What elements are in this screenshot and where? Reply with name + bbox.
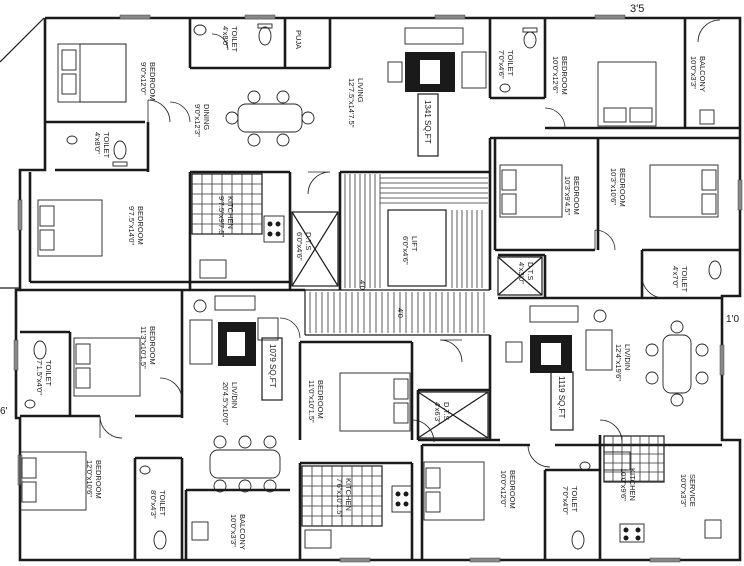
name: BEDROOM xyxy=(148,62,157,101)
label-bedroom-w: BEDROOM9'7.5"x14'0" xyxy=(127,206,145,245)
label-puja: PUJA xyxy=(294,30,303,49)
kitchen-se-tiles xyxy=(603,435,665,483)
windows xyxy=(13,14,743,563)
edge-marks: 3'5 1'0 6' xyxy=(0,3,739,417)
label-toilet-e: TOILET4'x7'0" xyxy=(671,266,689,293)
sofa-n xyxy=(387,27,487,92)
mark-top-right: 3'5 xyxy=(630,3,644,15)
stair-mark-b: 4'0 xyxy=(396,308,405,318)
dining-n xyxy=(225,90,315,147)
label-toilet-sw: TOILET8'0"x4'3" xyxy=(149,490,167,519)
kitchens xyxy=(191,173,665,549)
label-livdin-sw: LIV/DIN20'4.5"x10'0" xyxy=(221,382,239,426)
living-sets xyxy=(189,27,613,373)
room-labels: BEDROOM9'0"x12'0" TOILET4'x8'0" PUJA DIN… xyxy=(35,26,707,550)
label-bedroom-sw2: BEDROOM12'0"x10'6" xyxy=(85,460,103,499)
label-bedroom-e2: BEDROOM10'3"x10'6" xyxy=(609,168,627,207)
bed-w xyxy=(37,199,103,257)
hob-s xyxy=(391,485,413,513)
hob-se xyxy=(619,523,645,543)
label-lift: LIFT6'0"x4'6" xyxy=(401,236,419,265)
label-bedroom-ne: BEDROOM10'0"x12'6" xyxy=(551,56,569,95)
label-kitchen-n: KITCHEN9'7.5"x9'7.5" xyxy=(217,196,235,237)
label-balcony-ne: BALCONY10'0"x3'3" xyxy=(689,56,707,92)
bed-e2 xyxy=(649,164,719,218)
label-duct-e: D.T.S4'x3'0" xyxy=(517,262,535,284)
kitchen-s-tiles xyxy=(301,465,383,527)
label-duct-s: D.T.S4'x6'3" xyxy=(433,402,451,424)
bed-nw xyxy=(57,43,127,103)
label-toilet-nw: TOILET4'x8'0" xyxy=(221,26,239,53)
bed-c xyxy=(339,372,411,432)
label-toilet-se: TOILET7'0"x4'0" xyxy=(561,486,579,515)
bed-e1 xyxy=(499,164,563,218)
label-bedroom-se: BEDROOM10'0"x12'0" xyxy=(499,470,517,509)
bed-se xyxy=(423,461,485,521)
doors xyxy=(99,19,721,468)
label-sqft-se: 1119 SQ.FT xyxy=(557,376,566,419)
label-sqft-sw: 1079 SQ.FT xyxy=(268,344,277,388)
label-livdin-se: LIV/DIN12'4"x19'6" xyxy=(614,344,632,381)
label-toilet-w2: TOILET4'x8'0" xyxy=(93,132,111,159)
label-living-n: LIVING12'7.5"x14'7.5" xyxy=(347,78,365,128)
sqft-plates xyxy=(261,93,574,431)
toilet-fixtures xyxy=(24,23,722,550)
sofa-sw xyxy=(189,295,279,366)
size: 9'0"x12'0" xyxy=(139,62,148,95)
kitchen-n-tiles xyxy=(191,173,263,235)
label-bedroom-nw: BEDROOM9'0"x12'0" xyxy=(139,62,157,101)
dining-sw xyxy=(209,435,281,493)
balcony-fixtures xyxy=(191,109,722,541)
bed-sw2 xyxy=(19,451,87,511)
mark-right: 1'0 xyxy=(726,314,739,325)
beds xyxy=(19,43,719,521)
dining-se xyxy=(645,320,709,407)
label-sqft-n: 1341 SQ.FT xyxy=(423,100,432,144)
sofa-se xyxy=(505,305,613,373)
dining-tables xyxy=(209,90,709,493)
label-duct-center: D.T.S6'0"x4'6" xyxy=(295,232,313,261)
ducts xyxy=(291,211,543,439)
label-service-se: SERVICE10'0"x3'3" xyxy=(679,474,697,507)
label-kitchen-se: KITCHEN10'0"x9'6" xyxy=(619,468,637,501)
staircase xyxy=(309,174,488,333)
stair-mark-a: 4'0 xyxy=(358,280,367,290)
label-bedroom-sw1: BEDROOM11'3"x10'1.5" xyxy=(139,326,157,369)
label-toilet-ne: TOILET7'0"x4'6" xyxy=(497,50,515,79)
label-balcony-s: BALCONY10'0"x3'3" xyxy=(229,514,247,550)
bed-sw1 xyxy=(73,337,141,397)
label-bedroom-e1: BEDROOM10'3"x9'4.5" xyxy=(563,176,581,215)
label-bedroom-c: BEDROOM11'0"x10'1.5" xyxy=(307,380,325,423)
label-kitchen-s: KITCHEN7'6"x10'1.5" xyxy=(335,478,353,517)
hob-n xyxy=(263,215,285,243)
label-dining-n: DINING9'0"x12'3" xyxy=(193,104,211,137)
bed-ne xyxy=(597,61,657,127)
label-toilet-w3: TOILET7'1.5"x4'0" xyxy=(35,360,53,395)
mark-left: 6' xyxy=(0,406,8,417)
